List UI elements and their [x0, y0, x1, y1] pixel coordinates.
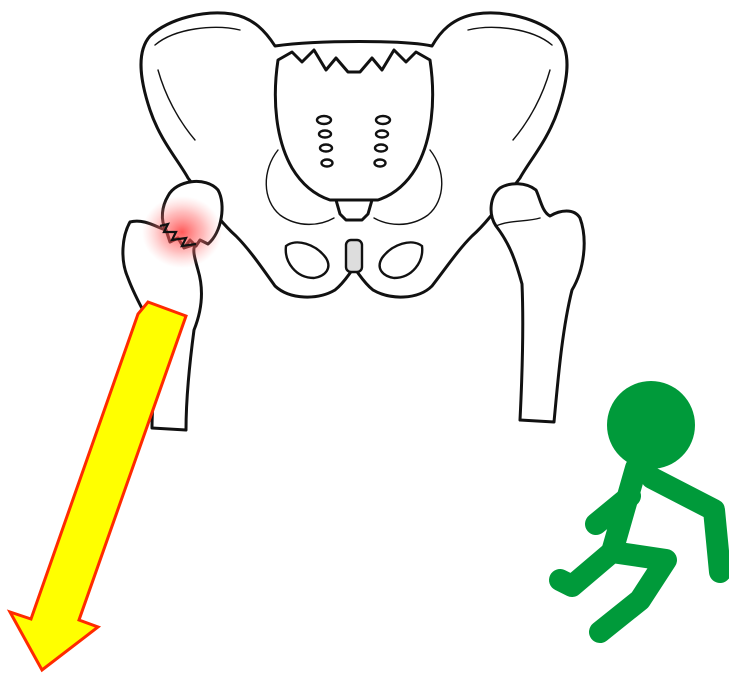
- sacrum: [275, 50, 432, 200]
- coccyx: [336, 200, 372, 220]
- right-femur-shaft: [491, 184, 584, 422]
- right-femur: [491, 184, 584, 422]
- falling-person-icon: [560, 381, 720, 632]
- pubic-symphysis: [346, 240, 362, 272]
- fracture-glow: [142, 196, 222, 268]
- person-head: [607, 381, 695, 469]
- down-left-arrow-icon: [10, 302, 186, 670]
